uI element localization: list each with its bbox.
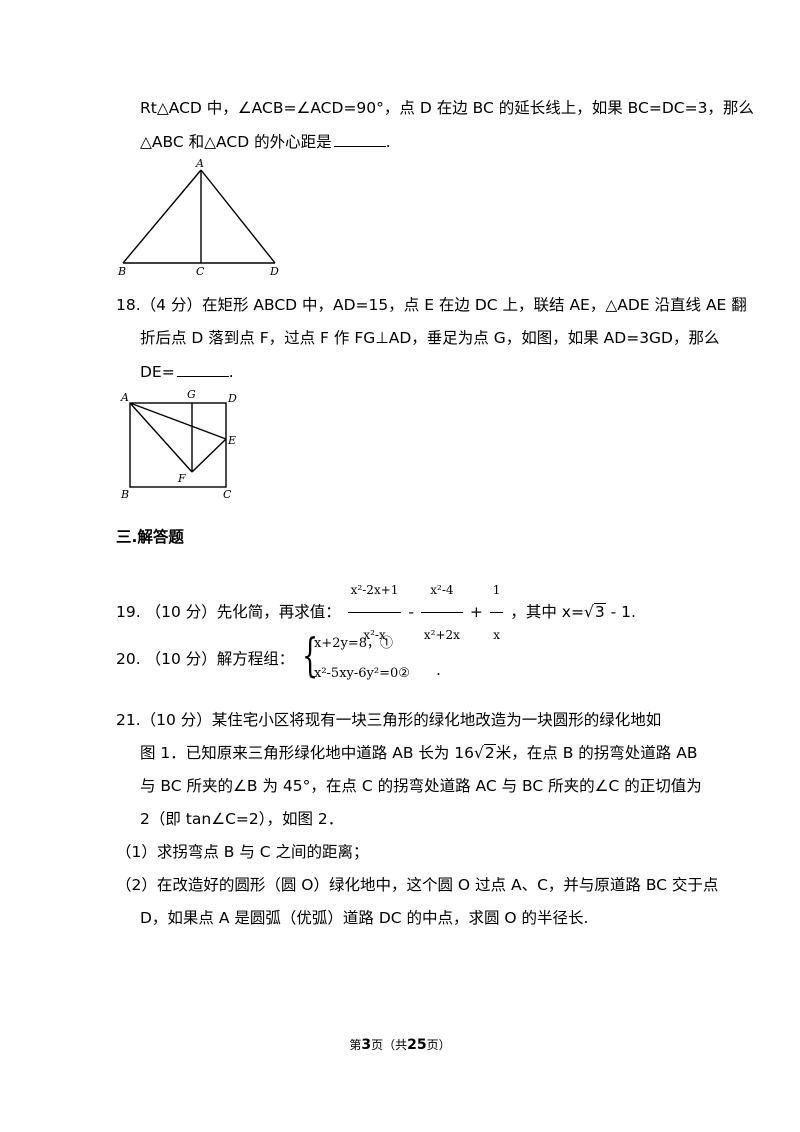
q17-line-1: Rt△ACD 中，∠ACB=∠ACD=90°，点 D 在边 BC 的延长线上，如… (140, 99, 754, 117)
q20-end: . (436, 661, 441, 679)
q20-prefix: 20. （10 分）解方程组： (116, 650, 295, 668)
section-heading: 三.解答题 (116, 528, 184, 546)
label-g: G (187, 388, 196, 401)
q21-part-2-line-1: （2）在改造好的圆形（圆 O）绿化地中，这个圆 O 过点 A、C，并与原道路 B… (116, 876, 719, 894)
page-footer: 第3页（共25页） (349, 1037, 451, 1053)
label-d: D (269, 265, 279, 277)
label-a: A (195, 157, 204, 170)
answer-blank (333, 131, 386, 147)
q21-line-1: 21.（10 分）某住宅小区将现有一块三角形的绿化地改造为一块圆形的绿化地如 (116, 711, 662, 729)
q18-line-3: DE=. (140, 361, 234, 381)
label-b: B (117, 265, 126, 277)
q21-line-4: 2（即 tan∠C=2），如图 2． (140, 810, 344, 828)
answer-blank (176, 361, 229, 377)
q21-part-1: （1）求拐弯点 B 与 C 之间的距离； (116, 843, 369, 861)
label-f: F (177, 472, 186, 485)
label-b: B (120, 488, 129, 501)
system-brace: { (302, 628, 319, 682)
label-d: D (227, 392, 237, 405)
label-c: C (196, 265, 205, 277)
q21-part-2-line-2: D，如果点 A 是圆弧（优弧）道路 DC 的中点，求圆 O 的半径长. (140, 909, 589, 927)
q18-rectangle-figure: A G D E B F C (120, 388, 237, 501)
q21-line-2: 图 1．已知原来三角形绿化地中道路 AB 长为 16√2米，在点 B 的拐弯处道… (140, 744, 698, 762)
q20-equation-1: x+2y=8，① (314, 636, 394, 651)
sqrt-2: 2 (483, 744, 496, 762)
q18-line-2: 折后点 D 落到点 F，过点 F 作 FG⊥AD，垂足为点 G，如图，如果 AD… (140, 329, 720, 347)
q21-line-3: 与 BC 所夹的∠B 为 45°，在点 C 的拐弯处道路 AC 与 BC 所夹的… (140, 777, 702, 795)
sqrt-3: 3 (593, 603, 606, 621)
q17-triangle-figure: A B C D (117, 157, 279, 277)
label-a: A (120, 391, 129, 404)
q17-line-2: △ABC 和△ACD 的外心距是. (140, 131, 391, 151)
q20-equation-2: x²-5xy-6y²=0② (314, 666, 410, 681)
label-c: C (223, 488, 232, 501)
q18-line-1: 18.（4 分）在矩形 ABCD 中，AD=15，点 E 在边 DC 上，联结 … (116, 296, 747, 314)
label-e: E (227, 434, 236, 447)
